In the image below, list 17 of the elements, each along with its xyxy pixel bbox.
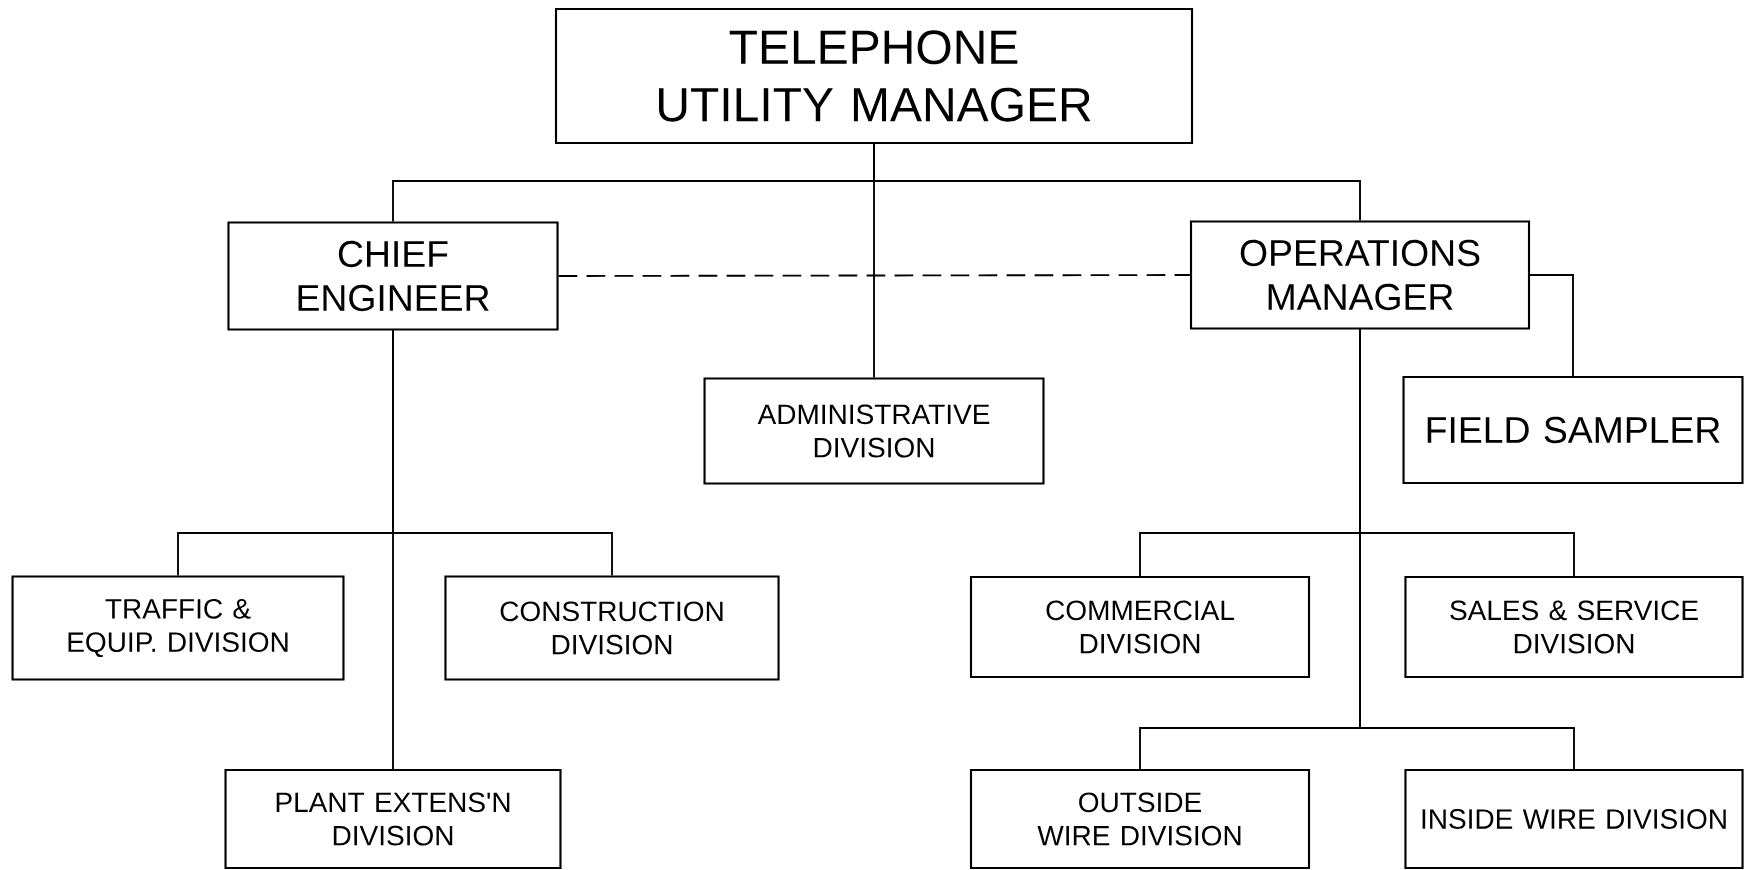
org-box: OPERATIONS MANAGER — [1189, 220, 1531, 330]
connector-line — [1359, 328, 1575, 770]
org-box: PLANT EXTENS'N DIVISION — [224, 768, 562, 870]
org-box: CONSTRUCTION DIVISION — [444, 575, 780, 681]
org-box: SALES & SERVICE DIVISION — [1404, 575, 1744, 679]
org-box: COMMERCIAL DIVISION — [969, 575, 1311, 679]
connector-line — [557, 274, 1191, 277]
org-box: TELEPHONE UTILITY MANAGER — [554, 7, 1194, 145]
org-box: TRAFFIC & EQUIP. DIVISION — [11, 575, 345, 681]
org-box: INSIDE WIRE DIVISION — [1404, 768, 1744, 870]
org-box: FIELD SAMPLER — [1402, 375, 1744, 485]
connector-line — [1529, 274, 1574, 377]
connector-line — [873, 143, 1361, 222]
connector-line — [392, 329, 394, 770]
org-box: CHIEF ENGINEER — [227, 221, 559, 331]
org-box: ADMINISTRATIVE DIVISION — [703, 377, 1045, 485]
org-box: OUTSIDE WIRE DIVISION — [969, 768, 1311, 870]
